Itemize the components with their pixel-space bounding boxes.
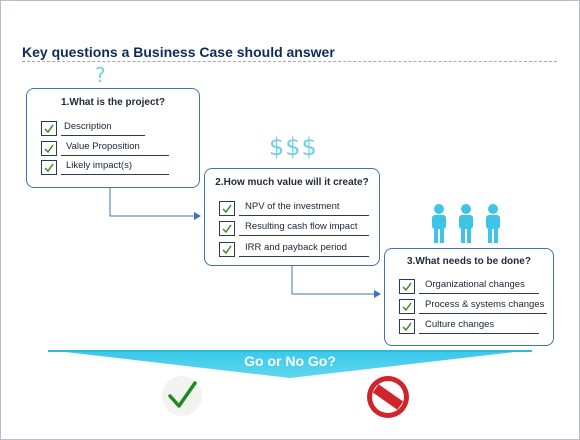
connector-2-to-3 [291,265,381,298]
check-mark-icon [219,242,235,257]
checklist-item-label: Organizational changes [425,279,525,290]
box-project-title: 1.What is the project? [61,97,165,108]
box-actions-title: 3.What needs to be done? [407,256,531,267]
box-value-title: 2.How much value will it create? [215,177,369,188]
check-mark-icon [41,160,57,175]
checklist-item-label: Resulting cash flow impact [245,221,358,232]
item-underline [419,333,539,334]
title-divider [22,61,557,62]
item-underline [239,256,369,257]
check-mark-icon [219,221,235,236]
dollar-signs-icon: $$$ [269,133,318,161]
connector-1-to-2 [109,188,201,220]
check-mark-icon [41,121,57,136]
checklist-item-label: Description [64,121,112,132]
check-mark-icon [41,141,57,156]
checklist-item: Resulting cash flow impact [219,221,369,236]
item-underline [61,155,169,156]
checklist-item-label: Value Proposition [66,141,140,152]
people-icon [432,204,500,243]
decision-label: Go or No Go? [244,353,336,369]
item-underline [61,135,145,136]
page-title: Key questions a Business Case should ans… [22,44,335,60]
no-entry-icon [367,376,409,418]
item-underline [239,215,369,216]
checklist-item: Value Proposition [41,141,181,156]
item-underline [419,293,539,294]
checklist-item: Organizational changes [399,279,547,294]
item-underline [239,235,369,236]
question-mark-icon: ? [95,63,106,87]
checklist-item-label: IRR and payback period [245,242,347,253]
checklist-item: Process & systems changes [399,299,547,314]
checklist-item-label: Likely impact(s) [66,160,132,171]
check-mark-icon [219,201,235,216]
item-underline [61,174,169,175]
box-value: 2.How much value will it create? NPV of … [204,168,380,266]
item-underline [419,313,547,314]
checklist-item: Likely impact(s) [41,160,181,175]
checklist-item: NPV of the investment [219,201,369,216]
check-mark-icon [399,279,415,294]
checklist-item: Description [41,121,181,136]
box-actions: 3.What needs to be done? Organizational … [384,248,554,346]
check-mark-icon [399,319,415,334]
checklist-item-label: Culture changes [425,319,495,330]
checklist-item-label: NPV of the investment [245,201,340,212]
checklist-item: Culture changes [399,319,547,334]
checklist-item-label: Process & systems changes [425,299,545,310]
green-check-icon [162,376,202,416]
box-project: 1.What is the project? Description Value… [26,88,200,188]
checklist-item: IRR and payback period [219,242,369,257]
check-mark-icon [399,299,415,314]
